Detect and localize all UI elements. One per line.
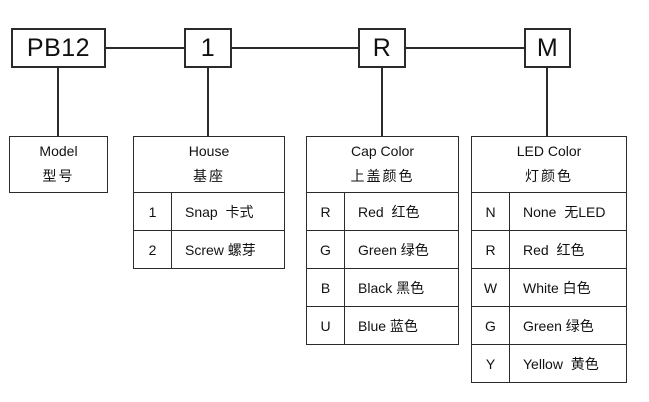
row-code: W <box>472 269 510 306</box>
row-code: Y <box>472 345 510 382</box>
table-led-color: LED Color 灯颜色 N None 无LED R Red 红色 W Whi… <box>471 136 627 383</box>
code-box-led-color: M <box>524 28 571 68</box>
connector-line-horizontal <box>58 47 547 49</box>
row-code: R <box>472 231 510 268</box>
code-text-led-color: M <box>536 33 559 62</box>
table-title-en: House <box>188 143 230 159</box>
row-label: Black 黑色 <box>358 279 425 296</box>
row-code: 2 <box>134 231 172 268</box>
table-title-zh: 型号 <box>42 168 75 184</box>
row-code: N <box>472 193 510 230</box>
table-row: U Blue 蓝色 <box>307 306 458 344</box>
row-code: R <box>307 193 345 230</box>
row-label: Red 红色 <box>523 241 585 258</box>
connector-line-led-color <box>546 66 548 136</box>
table-row: 1 Snap 卡式 <box>134 192 284 230</box>
table-title-zh: 灯颜色 <box>525 168 573 184</box>
table-title-zh: 上盖颜色 <box>350 168 415 184</box>
table-house-header: House 基座 <box>134 137 284 192</box>
table-row: 2 Screw 螺芽 <box>134 230 284 268</box>
table-title-en: Cap Color <box>350 143 415 159</box>
row-label: Yellow 黄色 <box>523 355 599 372</box>
table-row: G Green 绿色 <box>307 230 458 268</box>
row-code: G <box>307 231 345 268</box>
table-row: R Red 红色 <box>307 192 458 230</box>
row-label: Green 绿色 <box>358 241 429 258</box>
table-led-color-header: LED Color 灯颜色 <box>472 137 626 192</box>
row-code: U <box>307 307 345 344</box>
table-row: R Red 红色 <box>472 230 626 268</box>
row-code: 1 <box>134 193 172 230</box>
row-label: Screw 螺芽 <box>185 241 256 258</box>
connector-line-house <box>207 66 209 136</box>
table-title-en: LED Color <box>516 143 582 159</box>
code-text-model: PB12 <box>26 33 91 62</box>
table-row: N None 无LED <box>472 192 626 230</box>
table-model: Model 型号 <box>9 136 108 193</box>
code-box-cap-color: R <box>358 28 406 68</box>
table-row: B Black 黑色 <box>307 268 458 306</box>
code-box-model: PB12 <box>11 28 106 68</box>
table-cap-color-header: Cap Color 上盖颜色 <box>307 137 458 192</box>
table-title-en: Model <box>39 143 78 159</box>
row-label: Green 绿色 <box>523 317 594 334</box>
code-text-house: 1 <box>200 33 216 62</box>
table-house: House 基座 1 Snap 卡式 2 Screw 螺芽 <box>133 136 285 269</box>
row-label: None 无LED <box>523 203 606 220</box>
table-model-header: Model 型号 <box>10 137 107 192</box>
connector-line-model <box>57 66 59 136</box>
table-row: W White 白色 <box>472 268 626 306</box>
row-code: G <box>472 307 510 344</box>
table-row: G Green 绿色 <box>472 306 626 344</box>
row-label: Blue 蓝色 <box>358 317 418 334</box>
table-row: Y Yellow 黄色 <box>472 344 626 382</box>
row-label: White 白色 <box>523 279 591 296</box>
table-cap-color: Cap Color 上盖颜色 R Red 红色 G Green 绿色 B Bla… <box>306 136 459 345</box>
row-code: B <box>307 269 345 306</box>
connector-line-cap-color <box>381 66 383 136</box>
code-text-cap-color: R <box>372 33 392 62</box>
row-label: Snap 卡式 <box>185 203 254 220</box>
code-box-house: 1 <box>184 28 232 68</box>
table-title-zh: 基座 <box>193 168 225 184</box>
row-label: Red 红色 <box>358 203 420 220</box>
